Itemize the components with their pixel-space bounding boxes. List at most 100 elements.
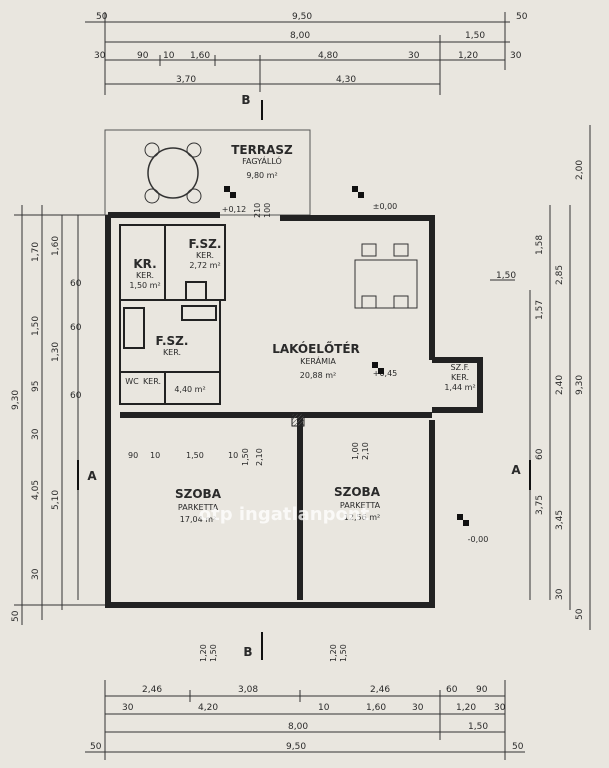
- dim-label: 2,40: [555, 375, 565, 395]
- dim-label: 100: [263, 203, 272, 218]
- dim-label: 30: [122, 703, 134, 713]
- dim-label: 60: [70, 391, 82, 401]
- dim-label: 3,08: [238, 685, 258, 695]
- dim-label: 30: [31, 428, 41, 440]
- left-dimension-text: 9,30 4,05 5,10 30 50 1,60 1,70 1,50 1,30…: [11, 236, 82, 622]
- dim-label: 60: [70, 279, 82, 289]
- top-dimension-lines: [85, 12, 510, 95]
- dim-label: 30: [510, 51, 522, 61]
- bath-material: KER.: [163, 348, 181, 357]
- bottom-dimension-lines: [85, 680, 525, 760]
- bedrooms: SZOBA PARKETTA 17,04 m² SZOBA PARKETTA 1…: [175, 485, 381, 524]
- dim-label: 1,50: [465, 31, 485, 41]
- dim-label: 30: [408, 51, 420, 61]
- dining-set-icon: [354, 243, 418, 309]
- dim-label: 60: [70, 323, 82, 333]
- sz-area: 1,44 m²: [444, 383, 475, 392]
- terrace: TERRASZ FAGYÁLLÓ 9,80 m² +0,12: [104, 129, 311, 216]
- dim-label: 30: [555, 588, 565, 600]
- living-name: LAKÓELŐTÉR: [272, 341, 360, 356]
- terrace-name: TERRASZ: [231, 143, 293, 157]
- dim-label: 50: [96, 12, 108, 22]
- dim-label: 1,70: [31, 242, 41, 262]
- dim-label: 95: [31, 381, 41, 392]
- dim-label: 10: [318, 703, 330, 713]
- kitchen-name: KR.: [133, 257, 156, 271]
- section-markers: [77, 100, 531, 660]
- dim-label: 1,50: [186, 451, 204, 460]
- dim-label: 10: [163, 51, 175, 61]
- terrace-area: 9,80 m²: [246, 171, 277, 180]
- room2-area: 12,56 m²: [344, 513, 380, 522]
- table-icon: [147, 147, 199, 199]
- bath-name: F.SZ.: [156, 334, 189, 348]
- building-walls: [105, 212, 483, 608]
- kitchen-material: KER.: [136, 271, 154, 280]
- storage-area: 2,72 m²: [189, 261, 220, 270]
- left-dimension-lines: [14, 205, 110, 625]
- dim-label: 1,20: [199, 644, 208, 662]
- wc-material: KER.: [143, 377, 161, 386]
- dim-label: 1,50: [31, 316, 41, 336]
- sz-name: SZ.F.: [451, 363, 470, 372]
- dim-label: 5,10: [51, 490, 61, 510]
- opening-dimensions: 210 100 90 10 1,50 10 1,50 2,10 1,20 1,5…: [128, 203, 370, 662]
- dim-label: 1,30: [51, 342, 61, 362]
- dim-label: 1,50: [339, 644, 348, 662]
- dim-label: 8,00: [288, 722, 308, 732]
- dim-label: 2,10: [255, 448, 264, 466]
- dim-label: 1,58: [535, 235, 545, 255]
- dim-label: 30: [31, 568, 41, 580]
- dim-label: 50: [575, 608, 585, 620]
- dim-label: 1,60: [366, 703, 386, 713]
- dim-label: 1,50: [468, 722, 488, 732]
- dim-label: 4,30: [336, 75, 356, 85]
- dim-label: 1,57: [535, 300, 545, 320]
- dim-label: 50: [90, 742, 102, 752]
- room1-name: SZOBA: [175, 487, 222, 501]
- section-b-top: B: [241, 93, 250, 107]
- dim-label: 1,20: [456, 703, 476, 713]
- dim-label: 50: [512, 742, 524, 752]
- dim-label: 1,50: [209, 644, 218, 662]
- right-dimension-text: 2,00 1,58 2,85 1,50 1,57 2,40 9,30 3,45 …: [496, 160, 585, 620]
- right-dimension-lines: [490, 125, 591, 630]
- bath-area: 4,40 m²: [174, 385, 205, 394]
- dim-label: 1,20: [458, 51, 478, 61]
- dim-label: 1,20: [329, 644, 338, 662]
- dim-label: 9,50: [292, 12, 312, 22]
- top-dimension-text: 50 9,50 50 8,00 1,50 30 90 10 1,60 4,80 …: [94, 12, 528, 85]
- dim-label: 50: [516, 12, 528, 22]
- living-level: +0,45: [373, 369, 398, 378]
- dim-label: 4,05: [31, 480, 41, 500]
- dim-label: 9,50: [286, 742, 306, 752]
- dim-label: 1,00: [351, 442, 360, 460]
- sz-material: KER.: [451, 373, 469, 382]
- terrace-material: FAGYÁLLÓ: [242, 155, 282, 166]
- level-markers: [224, 186, 469, 526]
- living-room: LAKÓELŐTÉR KERÁMIA 20,88 m² +0,45 ±0,00: [272, 202, 397, 380]
- dim-label: 9,30: [575, 375, 585, 395]
- storage-name: F.SZ.: [189, 237, 222, 251]
- section-a-left: A: [87, 469, 97, 483]
- dim-label: 2,46: [142, 685, 162, 695]
- bottom-dimension-text: 2,46 3,08 2,46 60 90 30 4,20 10 1,60 30 …: [90, 685, 524, 752]
- dim-label: 10: [150, 451, 160, 460]
- room1-material: PARKETTA: [178, 503, 219, 512]
- dim-label: 1,50: [241, 448, 250, 466]
- section-a-right: A: [511, 463, 521, 477]
- dim-label: 60: [446, 685, 458, 695]
- outside-level: -0,00: [468, 535, 489, 544]
- dim-label: 9,30: [11, 390, 21, 410]
- dim-label: 2,10: [361, 442, 370, 460]
- room2-name: SZOBA: [334, 485, 381, 499]
- dim-label: 210: [253, 203, 262, 218]
- dim-label: 4,20: [198, 703, 218, 713]
- dim-label: 30: [94, 51, 106, 61]
- dim-label: 8,00: [290, 31, 310, 41]
- dim-label: 3,75: [535, 495, 545, 515]
- dim-label: 10: [228, 451, 238, 460]
- wc-name: WC: [125, 377, 139, 386]
- service-block: [119, 224, 226, 405]
